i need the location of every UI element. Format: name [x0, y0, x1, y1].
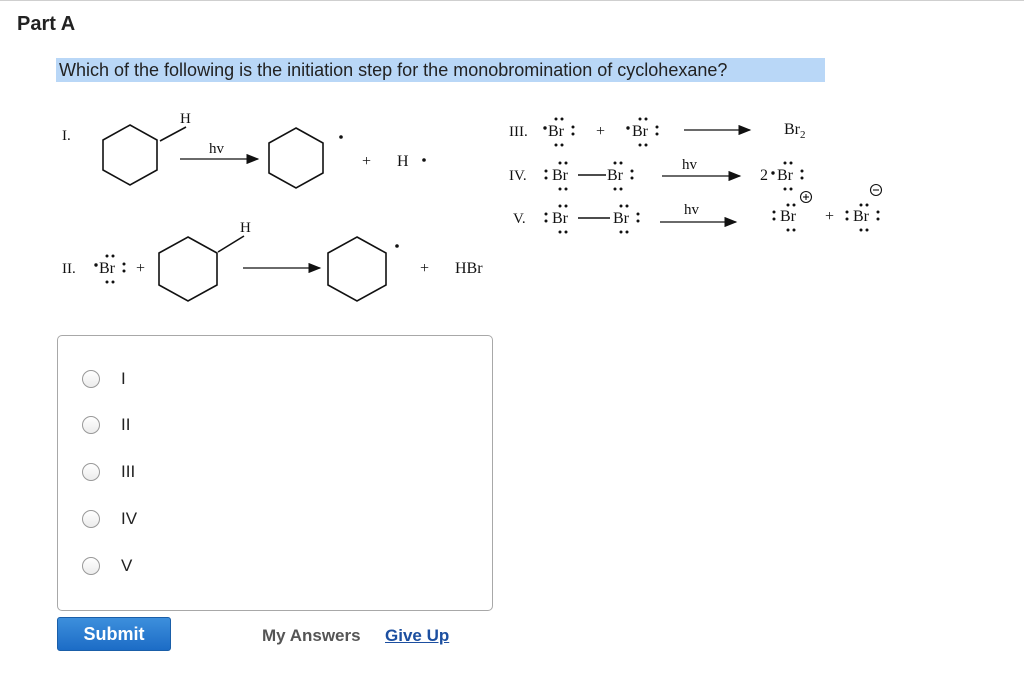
reaction-iii: III. Br + Br Br2	[509, 117, 806, 147]
option-ii[interactable]: II	[82, 413, 130, 437]
hydrogen-label: H	[240, 220, 251, 236]
positive-charge-icon	[799, 190, 813, 204]
negative-charge-icon	[869, 183, 883, 197]
answer-options-panel: I II III IV V	[57, 335, 493, 611]
hbr-label: HBr	[455, 260, 483, 277]
radio-button[interactable]	[82, 510, 100, 528]
radio-button[interactable]	[82, 557, 100, 575]
option-label: V	[121, 556, 133, 575]
radio-button[interactable]	[82, 370, 100, 388]
reaction-i: I. hv H + H	[62, 111, 426, 189]
radical-dot	[339, 135, 343, 139]
reaction-ii: II. Br + H + HBr	[62, 220, 483, 302]
reaction-iv: IV. Br Br hv 2 Br	[509, 157, 804, 191]
option-iv[interactable]: IV	[82, 507, 137, 531]
hv-label: hv	[209, 141, 225, 157]
question-text: Which of the following is the initiation…	[56, 58, 825, 82]
radio-button[interactable]	[82, 416, 100, 434]
option-iii[interactable]: III	[82, 460, 135, 484]
bromine-cation: Br	[780, 208, 797, 225]
radio-button[interactable]	[82, 463, 100, 481]
svg-text:Br: Br	[777, 167, 794, 184]
bromine-radical: Br	[99, 260, 116, 277]
submit-button[interactable]: Submit	[57, 617, 171, 651]
hv-label: hv	[684, 202, 700, 218]
svg-text:Br: Br	[613, 210, 630, 227]
hydrogen-label: H	[180, 111, 191, 127]
cyclohexane-ring	[102, 124, 158, 186]
radical-dot	[422, 158, 426, 162]
plus-sign: +	[420, 260, 429, 277]
plus-sign: +	[136, 260, 145, 277]
radical-dot	[395, 244, 399, 248]
reaction-scheme: I. hv H + H II. Br + H + HBr III. Br	[62, 111, 883, 302]
svg-text:Br: Br	[607, 167, 624, 184]
option-label: III	[121, 462, 136, 481]
reaction-iv-numeral: IV.	[509, 168, 527, 184]
plus-sign: +	[825, 208, 834, 225]
hydrogen-radical: H	[397, 153, 409, 170]
option-label: IV	[121, 509, 138, 528]
option-i[interactable]: I	[82, 367, 126, 391]
bromide-anion: Br	[853, 208, 870, 225]
svg-text:Br: Br	[548, 123, 565, 140]
cyclohexane-ring	[158, 236, 218, 302]
reaction-i-numeral: I.	[62, 128, 71, 144]
svg-text:Br: Br	[552, 167, 569, 184]
option-label: II	[121, 415, 131, 434]
svg-text:Br: Br	[632, 123, 649, 140]
coefficient: 2	[760, 167, 768, 184]
my-answers-label: My Answers	[262, 626, 361, 645]
reaction-ii-numeral: II.	[62, 261, 76, 277]
reaction-iii-numeral: III.	[509, 124, 528, 140]
hv-label: hv	[682, 157, 698, 173]
br2-product: Br2	[784, 121, 806, 141]
plus-sign: +	[596, 123, 605, 140]
top-divider	[0, 0, 1024, 1]
svg-text:Br: Br	[552, 210, 569, 227]
reaction-v-numeral: V.	[513, 211, 526, 227]
reaction-v: V. Br Br hv Br + Br	[513, 183, 883, 234]
option-label: I	[121, 369, 126, 388]
option-v[interactable]: V	[82, 554, 132, 578]
cyclohexyl-radical-ring	[268, 127, 324, 189]
plus-sign: +	[362, 153, 371, 170]
part-title: Part A	[17, 13, 76, 35]
cyclohexyl-radical-ring	[327, 236, 387, 302]
give-up-link[interactable]: Give Up	[385, 626, 450, 645]
